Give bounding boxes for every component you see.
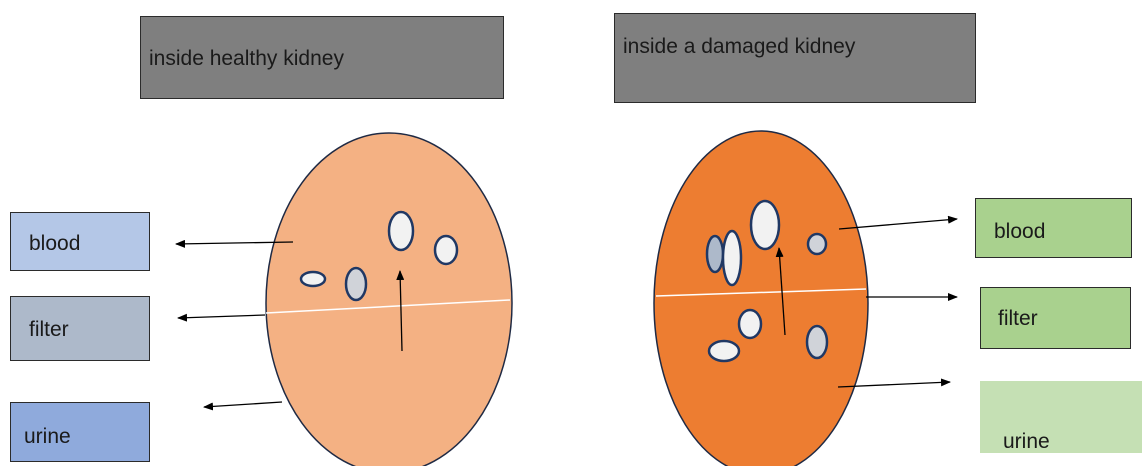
healthy-urine-box: urine [10,402,150,462]
damaged-blood-box: blood [975,198,1132,258]
healthy-filter-label: filter [29,319,69,340]
healthy-kidney-shape [266,133,512,466]
healthy-urine-label: urine [24,426,71,447]
damaged-cell [709,341,739,361]
healthy-cell [389,212,413,250]
damaged-cell [751,201,779,249]
damaged-cell [808,234,826,254]
damaged-urine-label: urine [1003,431,1050,452]
damaged-cell [707,236,723,272]
healthy-cell [435,236,457,264]
healthy-blood-label: blood [29,233,80,254]
damaged-cell [723,231,741,285]
damaged-cell [807,326,827,358]
healthy-cell [301,272,325,286]
damaged-urine-box: urine [980,381,1142,453]
healthy-filter-box: filter [10,296,150,361]
damaged-filter-box: filter [980,287,1131,349]
damaged-blood-label: blood [994,221,1045,242]
healthy-blood-box: blood [10,212,150,271]
healthy-urine-arrow [204,402,282,407]
damaged-filter-label: filter [998,308,1038,329]
damaged-cell [739,310,761,338]
damaged-kidney-shape [654,131,868,466]
healthy-filter-arrow [178,315,265,318]
healthy-cell [346,268,366,300]
